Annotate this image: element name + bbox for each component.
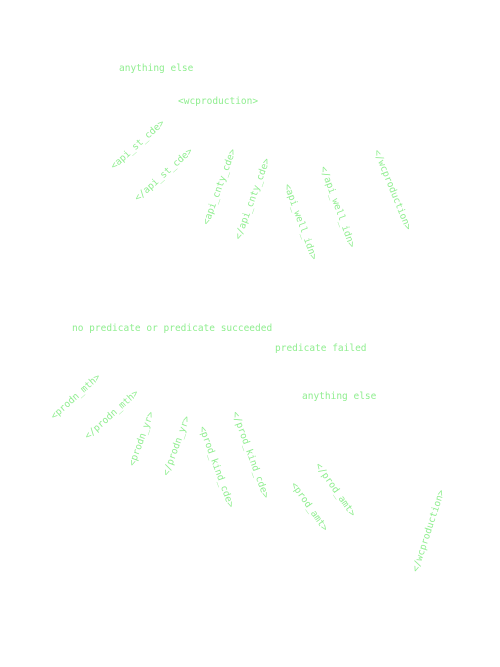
label-prodn-mth-open: <prodn_mth> [48, 371, 103, 422]
label-prodn-yr-open: <prodn_yr> [126, 410, 157, 468]
label-api-cnty-cde-open: <api_cnty_cde> [200, 147, 239, 227]
label-api-st-cde-close: </api_st_cde> [132, 145, 196, 204]
label-anything-else-bottom: anything else [302, 391, 377, 402]
label-anything-else-top: anything else [119, 63, 194, 74]
label-api-well-idn-open: <api_well_idn> [281, 182, 320, 262]
label-api-well-idn-close: </api_well_idn> [317, 164, 358, 250]
label-predicate-failed: predicate failed [275, 343, 367, 354]
label-prod-kind-cde-open: <prod_kind_cde> [196, 424, 237, 510]
label-wcproduction-close-bottom: </wcproduction> [410, 488, 448, 574]
label-prodn-mth-close: </prodn_mth> [82, 387, 142, 442]
label-prod-amt-open: <prod_amt> [288, 480, 331, 534]
label-api-cnty-cde-close: </api_cnty_cde> [232, 156, 273, 242]
label-predicate-succeeded: no predicate or predicate succeeded [72, 323, 273, 334]
label-prodn-yr-close: </prodn_yr> [160, 414, 193, 478]
label-prod-amt-close: </prod_amt> [312, 460, 358, 519]
label-wcproduction-close-top: </wcproduction> [371, 148, 414, 232]
label-prod-kind-cde-close: </prod_kind_cde> [229, 410, 272, 500]
label-wcproduction-open: <wcproduction> [178, 96, 259, 107]
label-api-st-cde-open: <api_st_cde> [108, 117, 168, 172]
